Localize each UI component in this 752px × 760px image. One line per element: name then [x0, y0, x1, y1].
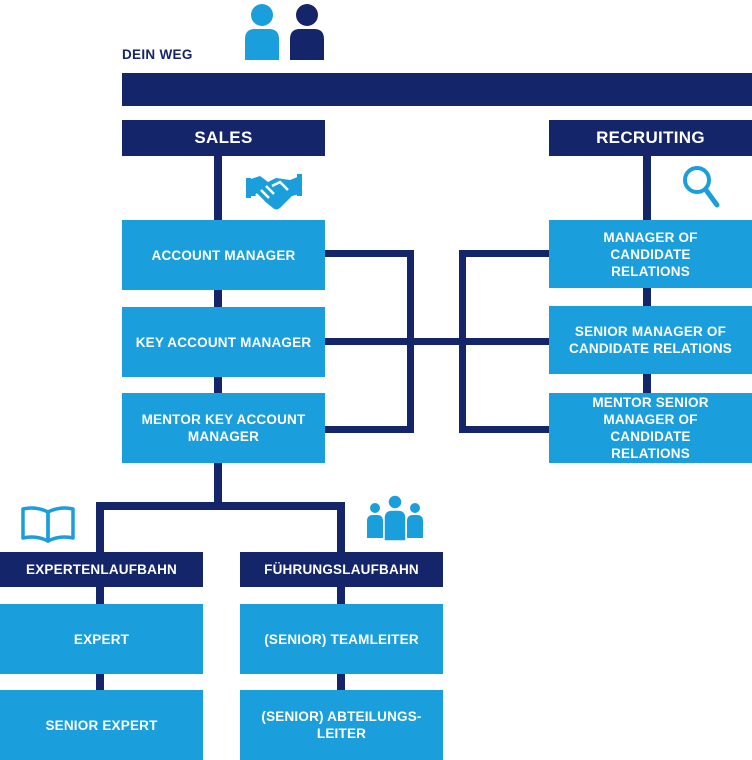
- two-people-icon: [245, 4, 324, 60]
- cross-line-right-v: [459, 250, 466, 433]
- cross-line-mentor-h: [324, 426, 414, 433]
- sales-bottom-line: [214, 462, 222, 504]
- role-mentor-key-account-manager: MENTOR KEY ACCOUNT MANAGER: [122, 393, 325, 463]
- path-bar: [122, 73, 752, 106]
- open-book-icon: [21, 506, 75, 543]
- role-manager-candidate-relations: MANAGER OF CANDIDATE RELATIONS: [549, 220, 752, 288]
- role-expert: EXPERT: [0, 604, 203, 674]
- group-icon: [367, 494, 423, 542]
- role-key-account-manager: KEY ACCOUNT MANAGER: [122, 307, 325, 377]
- split-left-line: [96, 502, 104, 552]
- role-senior-expert: SENIOR EXPERT: [0, 690, 203, 760]
- expert-line-2: [96, 673, 104, 691]
- cross-line-mentor-senior-h: [459, 426, 550, 433]
- sales-line-1-2: [214, 290, 222, 308]
- path-label: DEIN WEG: [122, 47, 193, 62]
- cross-line-middle-h: [324, 338, 550, 345]
- sales-line-2-3: [214, 376, 222, 394]
- sales-trunk-line: [214, 150, 222, 220]
- role-account-manager: ACCOUNT MANAGER: [122, 220, 325, 290]
- handshake-icon: [246, 174, 302, 210]
- sales-header: SALES: [122, 120, 325, 156]
- leadership-line-2: [337, 673, 345, 691]
- leadership-line-1: [337, 587, 345, 605]
- leadership-track-header: FÜHRUNGSLAUFBAHN: [240, 552, 443, 587]
- recruiting-trunk-line: [643, 150, 651, 220]
- expert-track-header: EXPERTENLAUFBAHN: [0, 552, 203, 587]
- cross-line-account-h: [324, 250, 414, 257]
- recruiting-header: RECRUITING: [549, 120, 752, 156]
- role-senior-manager-candidate-relations: SENIOR MANAGER OF CANDIDATE RELATIONS: [549, 306, 752, 374]
- recruiting-line-2-3: [643, 374, 651, 394]
- split-right-line: [337, 502, 345, 552]
- recruiting-line-1-2: [643, 288, 651, 306]
- role-senior-teamleiter: (SENIOR) TEAMLEITER: [240, 604, 443, 674]
- cross-line-manager-h: [459, 250, 550, 257]
- magnifier-icon: [683, 166, 720, 208]
- role-mentor-senior-manager-candidate-relations: MENTOR SENIOR MANAGER OF CANDIDATE RELAT…: [549, 393, 752, 463]
- split-horizontal-line: [96, 502, 345, 510]
- expert-line-1: [96, 587, 104, 605]
- role-senior-abteilungsleiter: (SENIOR) ABTEILUNGS-LEITER: [240, 690, 443, 760]
